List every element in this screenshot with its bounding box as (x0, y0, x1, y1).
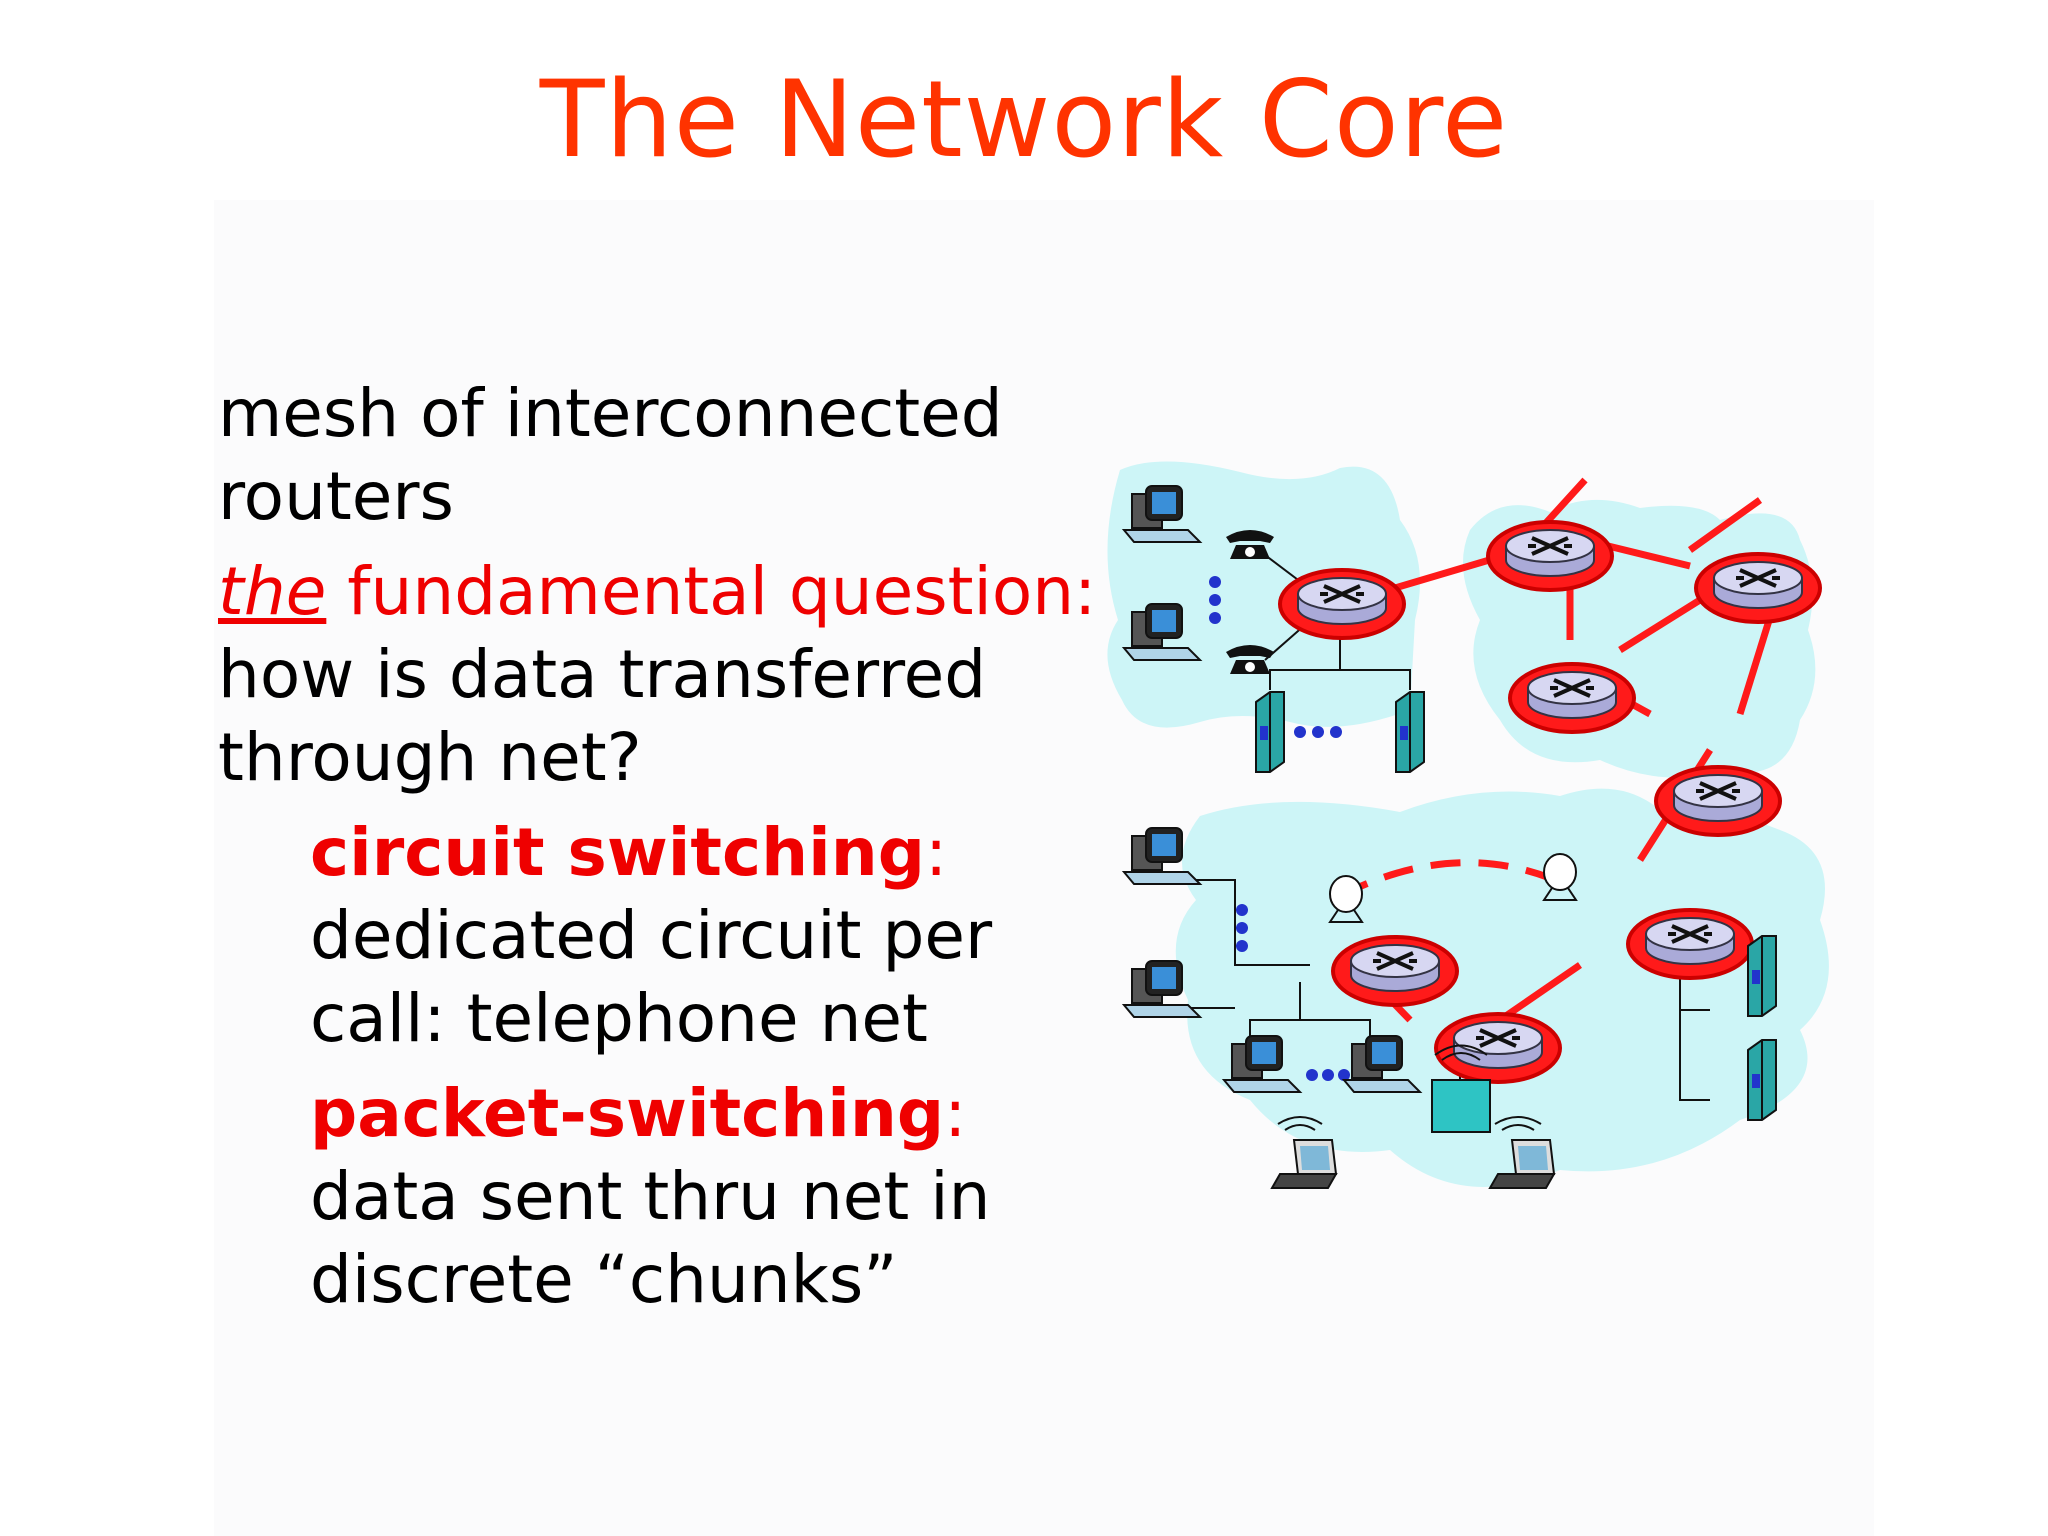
laptop-icon (1271, 1139, 1337, 1189)
access-network-cloud-top-left (1107, 461, 1420, 728)
wireless-waves (1277, 1116, 1542, 1131)
router-icon (1486, 520, 1614, 592)
router-icon (1434, 1012, 1562, 1084)
bullet-fundamental-question: the fundamental question: how is data tr… (218, 550, 1098, 799)
sub-bullet-packet: packet-switching: data sent thru net in … (310, 1072, 1098, 1321)
wireless-access-point-icon (1431, 1044, 1491, 1133)
router-icon (1331, 935, 1459, 1007)
term-circuit-switching: circuit switching (310, 814, 925, 891)
colon: : (924, 814, 948, 891)
emphasis-question: fundamental question: (326, 553, 1097, 630)
question-text: how is data transferred through net? (218, 636, 987, 796)
router-icon (1508, 662, 1636, 734)
server-icon (1747, 935, 1777, 1017)
satellite-link (1338, 859, 1552, 900)
server-icon (1747, 1039, 1777, 1121)
desc-circuit-switching: dedicated circuit per call: telephone ne… (310, 897, 993, 1057)
server-icon (1395, 691, 1425, 773)
bullet-list: mesh of interconnected routers the funda… (218, 372, 1098, 1333)
router-icon (1694, 552, 1822, 624)
term-packet-switching: packet-switching (310, 1075, 945, 1152)
router-icon (1278, 568, 1406, 640)
router-icon (1626, 908, 1754, 980)
slide-title: The Network Core (539, 58, 1509, 181)
emphasis-the: the (218, 553, 327, 630)
bullet-mesh: mesh of interconnected routers (218, 375, 1003, 535)
desc-packet-switching: data sent thru net in discrete “chunks” (310, 1158, 991, 1318)
network-core-diagram (1107, 461, 1829, 1189)
sub-bullet-circuit: circuit switching: dedicated circuit per… (310, 811, 1098, 1060)
server-icon (1255, 691, 1285, 773)
ellipsis-dots (1209, 576, 1350, 1081)
colon: : (944, 1075, 967, 1152)
access-network-cloud-bottom (1175, 788, 1829, 1187)
router-icon (1654, 765, 1782, 837)
